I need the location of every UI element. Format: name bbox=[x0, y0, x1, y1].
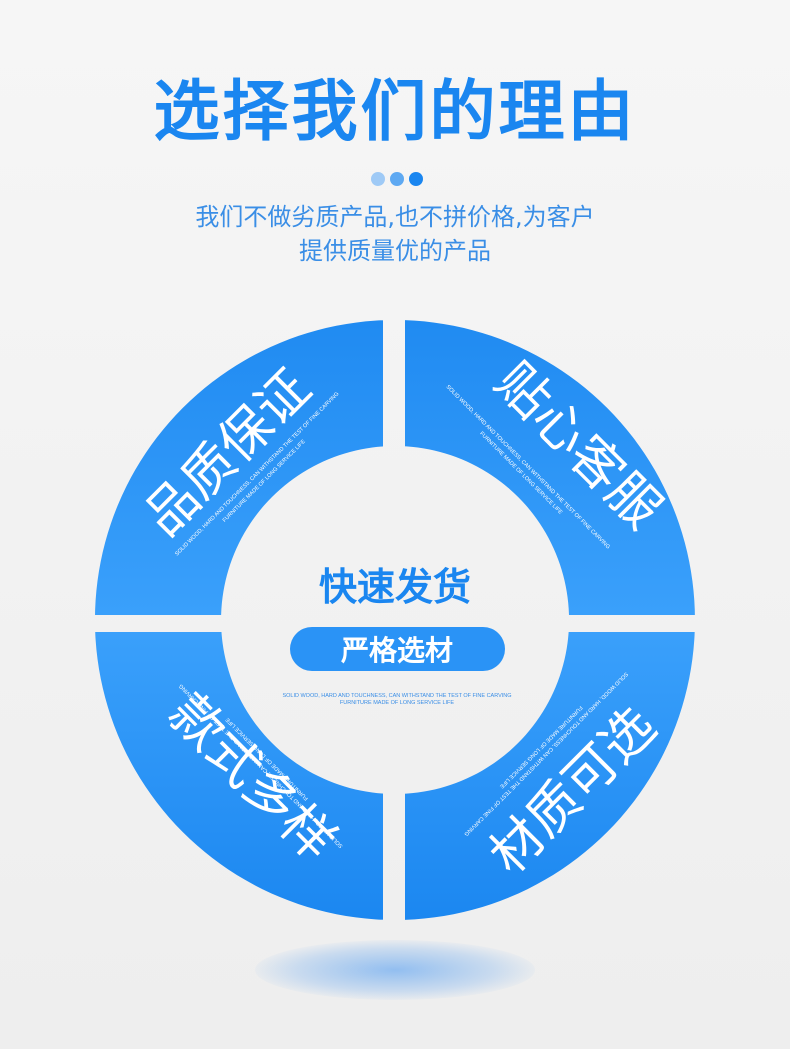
center-heading: 快速发货 bbox=[319, 567, 471, 609]
center-fine-line-2: FURNITURE MADE OF LONG SERVICE LIFE bbox=[340, 700, 455, 706]
subtitle-line-2: 提供质量优的产品 bbox=[299, 237, 491, 265]
wheel-shadow bbox=[255, 940, 535, 1000]
center-pill bbox=[290, 627, 505, 671]
subtitle-line-1: 我们不做劣质产品,也不拼价格,为客户 bbox=[195, 203, 595, 231]
page-title: 选择我们的理由 bbox=[153, 73, 637, 150]
center-fine-line-1: SOLID WOOD, HARD AND TOUCHNESS, CAN WITH… bbox=[282, 693, 511, 699]
center-pill-label: 严格选材 bbox=[341, 635, 453, 666]
reasons-wheel: 品质保证 SOLID WOOD, HARD AND TOUCHNESS, CAN… bbox=[94, 320, 695, 920]
dot-1 bbox=[371, 172, 385, 186]
decorative-dots bbox=[371, 172, 423, 186]
dot-2 bbox=[390, 172, 404, 186]
dot-3 bbox=[409, 172, 423, 186]
